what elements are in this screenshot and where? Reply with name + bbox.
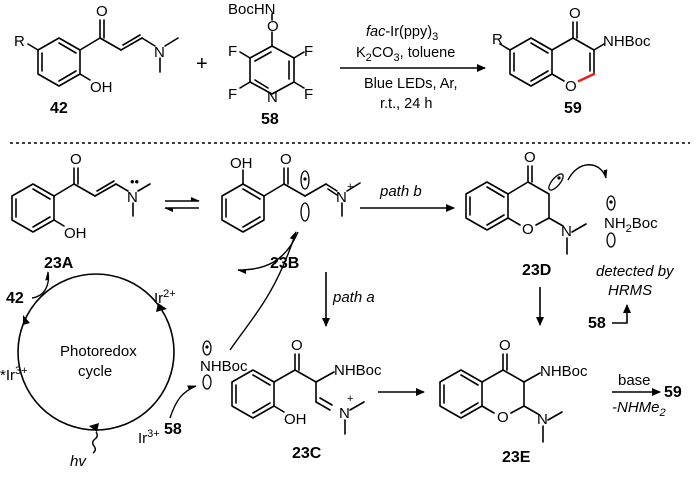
compound-23e-n: N: [537, 411, 548, 428]
compound-42-carbonyl-o: O: [96, 3, 108, 20]
compound-23a-n: N: [127, 189, 138, 206]
compound-23c-oh: OH: [284, 411, 307, 428]
compound-23b-radical-orbital: [300, 170, 310, 222]
detected-by-line1: detected by: [596, 263, 675, 280]
compound-23e-structure: [439, 353, 563, 443]
compound-42-n: N: [154, 44, 165, 61]
compound-58-o: O: [267, 18, 279, 35]
compound-23d-n: N: [561, 223, 572, 240]
compound-23a-structure: [11, 167, 151, 233]
photoredox-cycle: [17, 273, 175, 432]
radical-addition-arrow: [567, 164, 608, 181]
compound-23d-o-carbonyl: O: [524, 149, 536, 166]
compound-59-carbonyl-o: O: [569, 5, 581, 22]
photoredox-label-1: Photoredox: [60, 343, 137, 360]
compound-23c-nhboc: NHBoc: [334, 362, 382, 379]
compound-23e-nhboc: NHBoc: [540, 363, 588, 380]
compound-59-structure: [499, 21, 605, 87]
compound-23d-radical-orbital: [548, 173, 564, 191]
compound-59-ring-o: O: [565, 78, 577, 95]
nh2boc-radical-orbital: [606, 195, 616, 248]
compound-58-f-tl: F: [228, 43, 237, 60]
conditions-line2: K2CO3, toluene: [356, 45, 455, 64]
compound-59-label: 59: [564, 100, 582, 117]
compound-58-bochn: BocHN: [228, 1, 276, 18]
compound-23c-plus: +: [347, 393, 353, 405]
compound-23d-structure: [465, 165, 587, 255]
reagent-58-left: 58: [164, 421, 182, 438]
compound-23a-lonepair: ••: [130, 174, 140, 189]
compound-23a-oh: OH: [64, 225, 87, 242]
compound-23e-label: 23E: [502, 449, 531, 466]
compound-23e-o-ring: O: [497, 409, 509, 426]
compound-42-oh: OH: [90, 79, 113, 96]
product-59-right: 59: [664, 384, 682, 401]
conditions-line3: Blue LEDs, Ar,: [364, 76, 458, 92]
compound-23e-o-carbonyl: O: [499, 337, 511, 354]
compound-23a-o: O: [70, 151, 82, 168]
base-label: base: [618, 372, 651, 389]
reagent-42-left: 42: [6, 290, 24, 307]
compound-58-n: N: [267, 89, 278, 106]
plus-sign: +: [196, 53, 208, 75]
ir2-species: Ir2+: [154, 288, 176, 307]
nhboc-radical-left: NHBoc: [200, 358, 248, 375]
58-entry-arrow: [169, 385, 197, 419]
minus-nhme2-label: -NHMe2: [612, 399, 666, 419]
compound-59-r: R: [492, 31, 503, 48]
compound-58-f-tr: F: [304, 43, 313, 60]
ir3-species: Ir3+: [138, 428, 160, 447]
compound-23c-o: O: [291, 337, 303, 354]
compound-42-label: 42: [50, 100, 68, 117]
compound-59-nhboc: NHBoc: [603, 33, 651, 50]
radical-attack-arrow: [229, 231, 297, 351]
nhboc-radical-orbital-left: [202, 340, 212, 390]
path-a-label: path a: [332, 289, 375, 306]
compound-23b-structure: [221, 167, 361, 233]
compound-23a-label: 23A: [44, 255, 74, 272]
conditions-line4: r.t., 24 h: [380, 96, 432, 112]
compound-23c-label: 23C: [292, 445, 322, 462]
photoredox-label-2: cycle: [78, 363, 112, 380]
hv-label: hv: [70, 453, 87, 470]
compound-58-f-bl: F: [228, 86, 237, 103]
ir3-excited-species: *Ir3+: [0, 365, 28, 384]
set-arrow: [237, 231, 299, 274]
compound-23b-plus: +: [347, 181, 353, 193]
compound-58-f-br: F: [304, 86, 313, 103]
compound-23c-structure: [231, 353, 365, 435]
compound-23b-n: N: [336, 189, 347, 206]
compound-42-structure: [27, 19, 179, 87]
compound-42-r: R: [14, 33, 25, 50]
reagent-58-right: 58: [588, 315, 606, 332]
path-b-label: path b: [379, 183, 422, 200]
nh2boc-radical: NH2Boc: [604, 215, 658, 235]
compound-23b-o: O: [280, 151, 292, 168]
42-entry-arrow: [31, 271, 50, 299]
58-to-nh2boc-arrow: [612, 304, 631, 324]
equilibrium-arrows: [164, 197, 200, 212]
compound-58-structure: [239, 13, 305, 95]
detected-by-line2: HRMS: [608, 282, 652, 299]
compound-23d-o-ring: O: [522, 221, 534, 238]
compound-23c-n: N: [339, 405, 350, 422]
compound-23d-label: 23D: [522, 262, 551, 279]
conditions-line1: fac-Ir(ppy)3: [366, 24, 438, 43]
compound-23b-oh: OH: [230, 155, 253, 172]
compound-58-label: 58: [261, 111, 279, 128]
hv-wave: [92, 431, 98, 454]
